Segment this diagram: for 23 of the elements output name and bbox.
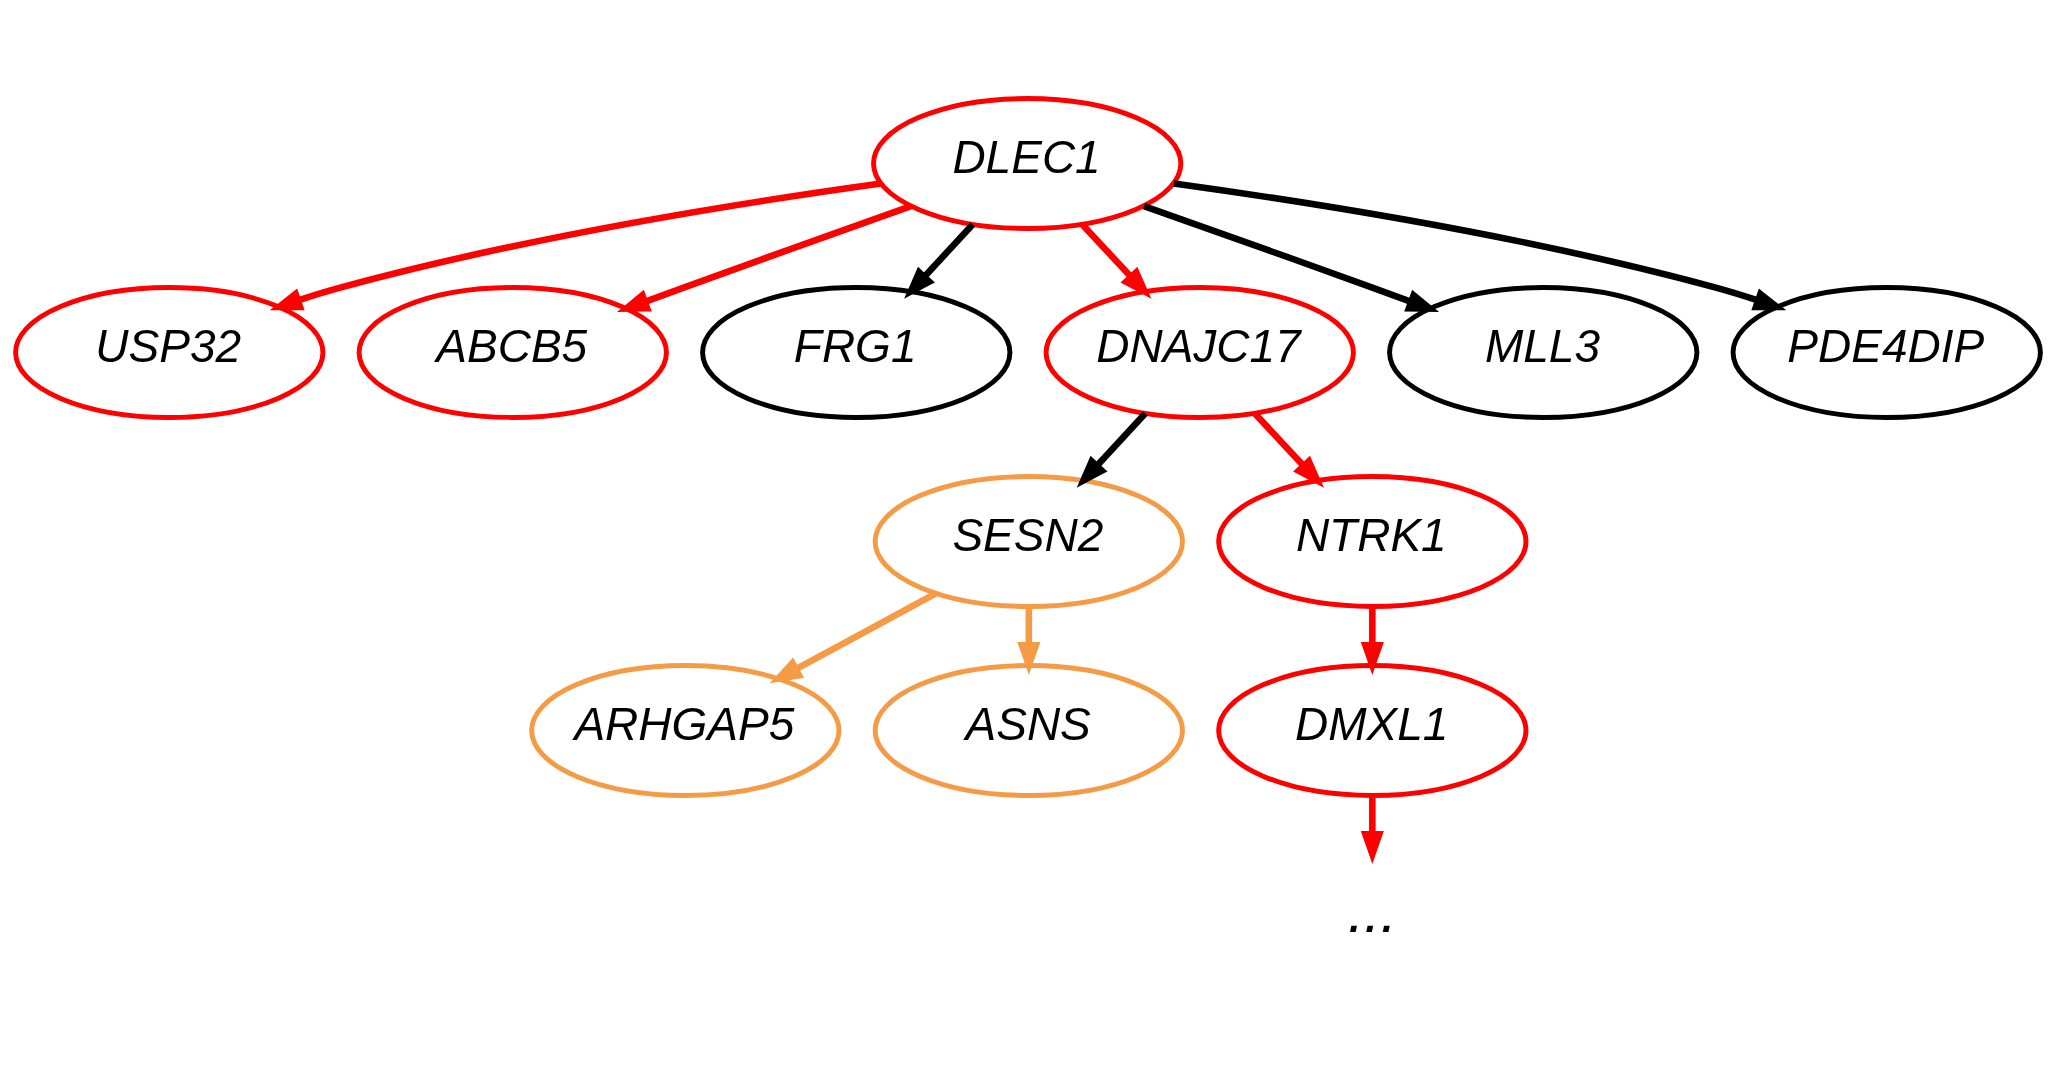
arrow xyxy=(769,590,938,683)
arrow xyxy=(1360,795,1384,864)
node-ellipse: DLEC1 xyxy=(871,95,1184,231)
node-ellipse: FRG1 xyxy=(700,284,1013,420)
node-ellipse: DMXL1 xyxy=(1216,662,1529,798)
arrow xyxy=(1360,606,1384,675)
arrow xyxy=(1173,179,1787,310)
arrow xyxy=(269,179,882,310)
node-ellipse: ABCB5 xyxy=(356,284,669,420)
arrow xyxy=(904,221,976,299)
node-ellipse: ASNS xyxy=(872,662,1185,798)
node-ellipse: ARHGAP5 xyxy=(529,662,842,798)
arrow xyxy=(1142,202,1440,312)
node-ellipse: NTRK1 xyxy=(1216,473,1529,609)
arrow xyxy=(616,202,913,312)
node-ellipse: DNAJC17 xyxy=(1043,284,1356,420)
node-ellipse: PDE4DIP xyxy=(1730,284,2043,420)
node-ellipse: USP32 xyxy=(13,284,326,420)
node-ellipse: MLL3 xyxy=(1387,284,1700,420)
node-text: ... xyxy=(1347,877,1397,945)
arrow xyxy=(1017,606,1041,675)
node-ellipse: SESN2 xyxy=(872,473,1185,609)
arrow xyxy=(1076,410,1148,488)
